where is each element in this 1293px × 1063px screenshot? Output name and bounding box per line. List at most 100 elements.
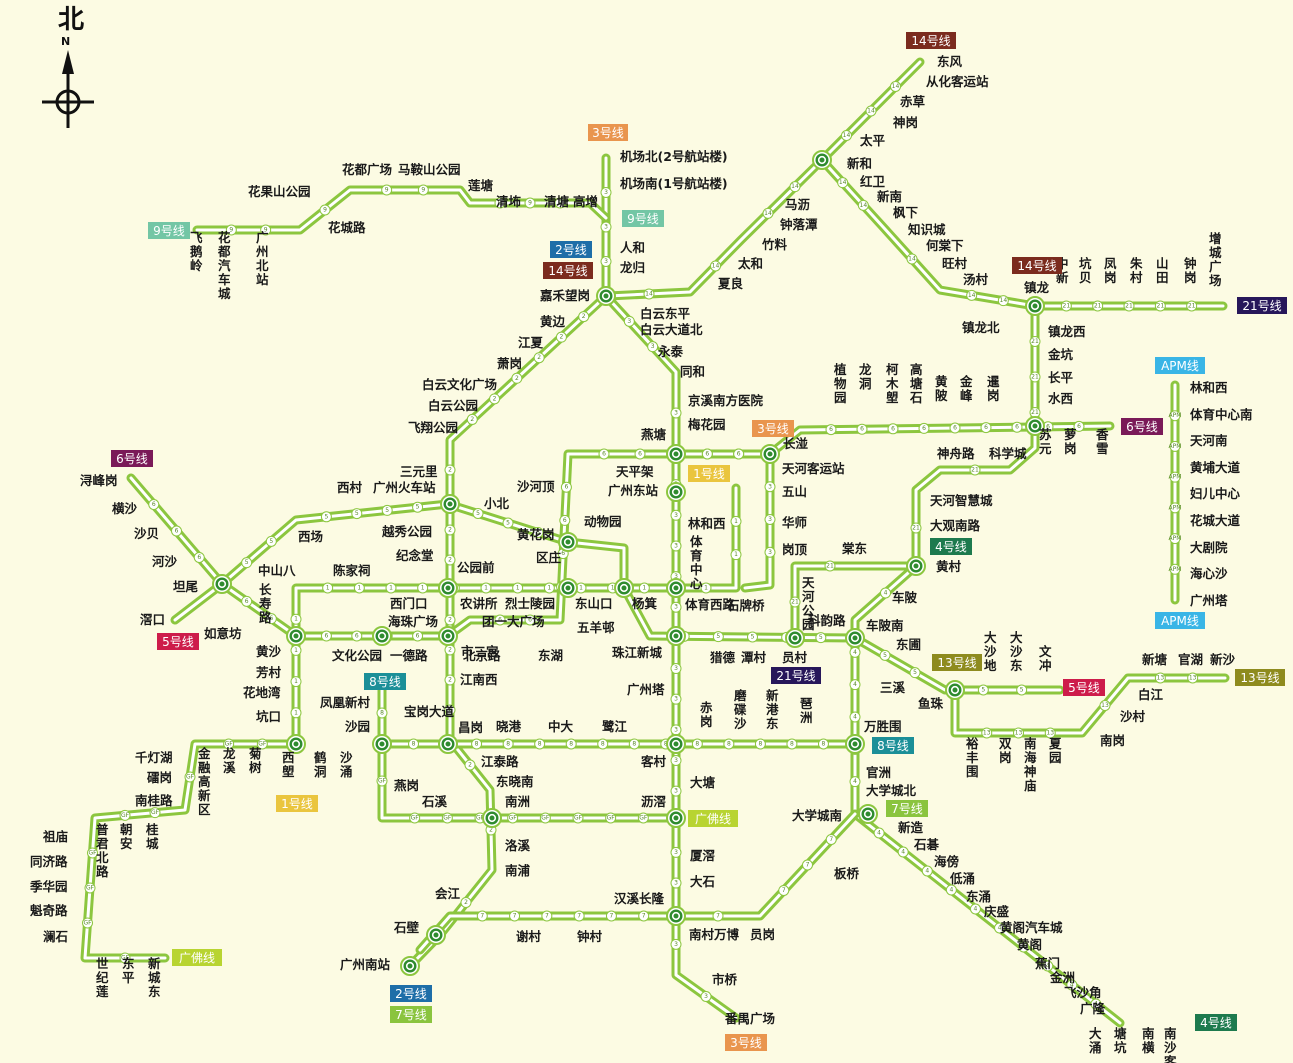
station-marker[interactable]: 6 — [148, 499, 160, 510]
station-marker[interactable]: 3 — [670, 540, 682, 552]
station-marker[interactable]: 1 — [353, 582, 365, 594]
station-marker[interactable]: 4 — [994, 922, 1006, 934]
station-marker[interactable]: 7 — [605, 910, 617, 922]
station-marker[interactable]: 9 — [524, 197, 536, 209]
station-marker[interactable]: 13 — [1013, 727, 1024, 739]
station-marker[interactable]: APM — [1169, 440, 1182, 452]
station-marker[interactable]: 3 — [764, 514, 776, 525]
station-marker[interactable]: 3 — [670, 601, 682, 613]
station-marker[interactable]: 6 — [634, 448, 646, 460]
station-marker[interactable]: 14 — [997, 295, 1009, 307]
interchange-marker[interactable] — [1025, 416, 1045, 436]
station-marker[interactable]: GF — [507, 812, 519, 824]
interchange-marker[interactable] — [614, 578, 634, 598]
station-marker[interactable]: 2 — [555, 331, 567, 343]
station-marker[interactable]: 9 — [225, 224, 237, 236]
station-marker[interactable]: 7 — [476, 910, 488, 922]
station-marker[interactable]: 3 — [600, 256, 612, 267]
station-marker[interactable]: 6 — [918, 422, 930, 434]
station-marker[interactable]: 5 — [909, 667, 921, 679]
interchange-marker[interactable] — [666, 482, 686, 502]
station-marker[interactable]: 8 — [502, 738, 514, 750]
station-marker[interactable]: 3 — [670, 877, 682, 889]
station-marker[interactable]: 9 — [381, 184, 393, 196]
station-marker[interactable]: 21 — [1060, 300, 1072, 312]
station-marker[interactable]: 21 — [1092, 300, 1104, 312]
interchange-marker[interactable] — [558, 532, 578, 552]
station-marker[interactable]: 2 — [444, 524, 456, 536]
station-marker[interactable]: 1 — [290, 644, 302, 656]
station-marker[interactable]: 7 — [573, 910, 585, 922]
station-marker[interactable]: 4 — [873, 827, 885, 839]
station-marker[interactable]: 3 — [647, 341, 659, 353]
station-marker[interactable]: 2 — [460, 897, 472, 908]
station-marker[interactable]: 14 — [837, 177, 849, 189]
station-marker[interactable]: 8 — [628, 738, 640, 750]
station-marker[interactable]: GF — [149, 807, 161, 819]
station-marker[interactable]: 2 — [444, 644, 456, 656]
station-marker[interactable]: 6 — [980, 422, 992, 434]
station-marker[interactable]: 5 — [241, 557, 253, 569]
station-marker[interactable]: 6 — [320, 630, 332, 642]
station-marker[interactable]: 13 — [1044, 727, 1056, 739]
station-marker[interactable]: 6 — [733, 448, 745, 460]
station-marker[interactable]: 5 — [472, 508, 484, 519]
station-marker[interactable]: 6 — [949, 422, 961, 434]
station-marker[interactable]: 1 — [290, 707, 302, 719]
station-marker[interactable]: 7 — [509, 910, 521, 922]
station-marker[interactable]: 2 — [444, 704, 456, 716]
interchange-marker[interactable] — [372, 734, 392, 754]
station-marker[interactable]: APM — [1169, 410, 1182, 422]
station-marker[interactable]: 6 — [171, 525, 182, 537]
station-marker[interactable]: GF — [184, 771, 196, 783]
station-marker[interactable]: 2 — [444, 614, 456, 626]
station-marker[interactable]: 13 — [981, 727, 993, 739]
station-marker[interactable]: 8 — [376, 707, 388, 719]
interchange-marker[interactable] — [438, 578, 458, 598]
station-marker[interactable]: 3 — [670, 407, 682, 419]
station-marker[interactable]: 3 — [600, 221, 612, 233]
interchange-marker[interactable] — [372, 626, 392, 646]
station-marker[interactable]: 8 — [565, 738, 577, 750]
station-marker[interactable]: 3 — [764, 481, 776, 493]
station-marker[interactable]: 14 — [789, 181, 801, 193]
interchange-marker[interactable] — [858, 804, 878, 824]
station-marker[interactable]: 5 — [815, 632, 827, 644]
station-marker[interactable]: 4 — [969, 903, 981, 915]
station-marker[interactable]: APM — [1169, 563, 1182, 575]
interchange-marker[interactable] — [438, 626, 458, 646]
station-marker[interactable]: 14 — [966, 289, 978, 301]
station-marker[interactable]: 9 — [319, 204, 331, 216]
station-marker[interactable]: 5 — [879, 649, 891, 661]
station-marker[interactable]: 14 — [643, 288, 655, 300]
station-marker[interactable]: 6 — [598, 448, 610, 460]
station-marker[interactable]: 8 — [786, 738, 798, 750]
station-marker[interactable]: 14 — [762, 207, 774, 219]
station-marker[interactable]: GF — [119, 952, 131, 964]
station-marker[interactable]: 1 — [322, 582, 334, 594]
station-marker[interactable]: 6 — [412, 630, 424, 642]
station-marker[interactable]: 6 — [1011, 421, 1023, 433]
station-marker[interactable]: 2 — [444, 554, 456, 566]
station-marker[interactable]: 5 — [412, 501, 424, 513]
station-marker[interactable]: 9 — [554, 197, 566, 209]
station-marker[interactable]: 8 — [597, 738, 609, 750]
station-marker[interactable]: 6 — [265, 613, 277, 625]
station-marker[interactable]: GF — [87, 847, 98, 859]
station-marker[interactable]: APM — [1169, 502, 1182, 514]
station-marker[interactable]: 1 — [290, 613, 302, 625]
station-marker[interactable]: 1 — [638, 582, 650, 594]
station-marker[interactable]: 2 — [511, 372, 523, 384]
station-marker[interactable]: 21 — [1029, 407, 1041, 418]
station-marker[interactable]: 21 — [1186, 300, 1198, 312]
station-marker[interactable]: 6 — [825, 424, 837, 436]
station-marker[interactable]: 21 — [1154, 300, 1166, 312]
station-marker[interactable]: GF — [539, 812, 551, 824]
station-marker[interactable]: 4 — [880, 587, 891, 599]
interchange-marker[interactable] — [666, 808, 686, 828]
interchange-marker[interactable] — [426, 925, 446, 945]
station-marker[interactable]: 5 — [712, 631, 724, 643]
station-marker[interactable]: 9 — [260, 224, 272, 236]
station-marker[interactable]: 3 — [670, 754, 682, 766]
interchange-marker[interactable] — [906, 556, 926, 576]
